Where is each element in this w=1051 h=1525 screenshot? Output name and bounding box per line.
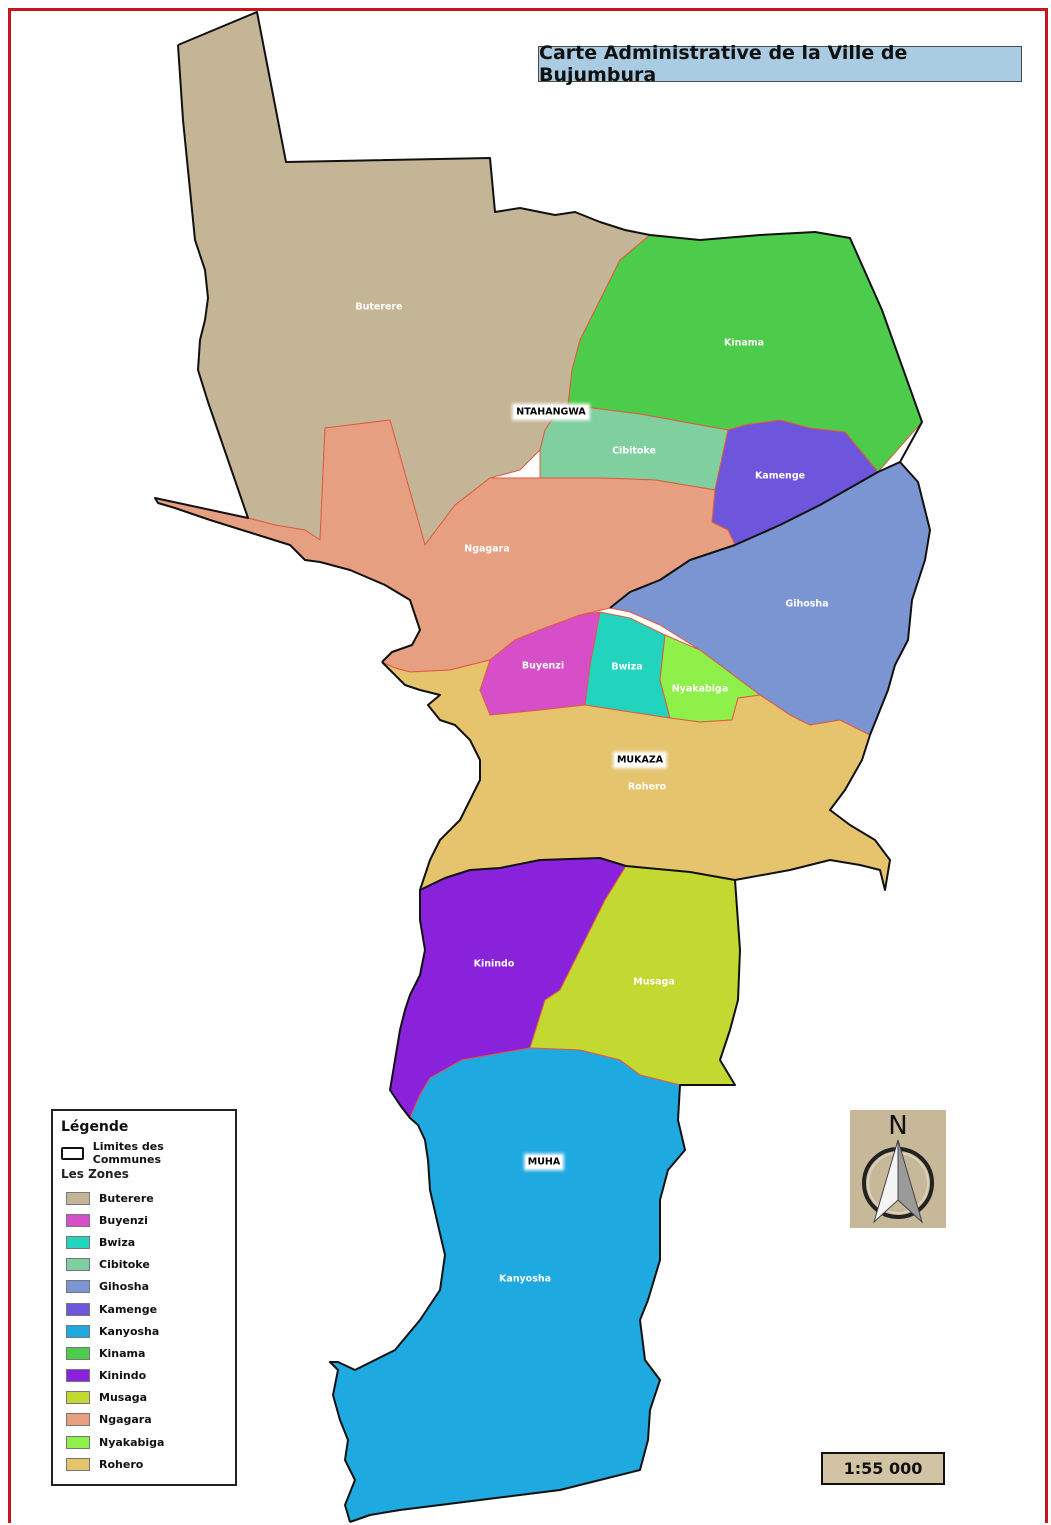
legend-item: Gihosha — [61, 1276, 227, 1298]
map-title: Carte Administrative de la Ville de Buju… — [538, 42, 1022, 86]
legend-swatch — [66, 1302, 90, 1316]
map-frame — [8, 8, 1048, 1523]
legend-swatch — [66, 1280, 90, 1294]
label-commune-muha: MUHA — [525, 1155, 563, 1169]
label-bwiza: Bwiza — [611, 661, 643, 673]
legend-commune-limits: Limites des Communes — [61, 1140, 227, 1166]
legend-swatch — [66, 1457, 90, 1471]
legend-swatch — [66, 1413, 90, 1427]
legend-item: Musaga — [61, 1387, 227, 1409]
scale-box: 1:55 000 — [821, 1452, 945, 1485]
label-ngagara: Ngagara — [464, 543, 510, 555]
legend-item-label: Gihosha — [99, 1280, 149, 1294]
legend-item: Rohero — [61, 1453, 227, 1475]
legend-item-label: Cibitoke — [99, 1258, 150, 1272]
legend-item-label: Ngagara — [99, 1413, 152, 1427]
legend-swatch — [66, 1235, 90, 1249]
label-kanyosha: Kanyosha — [498, 1273, 552, 1285]
legend: Légende Limites des Communes Les Zones B… — [51, 1109, 237, 1486]
legend-swatch — [66, 1391, 90, 1405]
label-kinindo: Kinindo — [473, 958, 515, 970]
legend-item: Kinama — [61, 1342, 227, 1364]
legend-item: Bwiza — [61, 1231, 227, 1253]
legend-item-label: Nyakabiga — [99, 1435, 165, 1449]
legend-item-label: Kinindo — [99, 1369, 147, 1383]
legend-swatch — [66, 1369, 90, 1383]
legend-limits-swatch — [61, 1146, 84, 1160]
legend-item: Nyakabiga — [61, 1431, 227, 1453]
commune-boundaries — [154, 11, 931, 1523]
legend-item: Buterere — [61, 1187, 227, 1209]
legend-item-label: Buterere — [99, 1191, 154, 1205]
label-gihosha: Gihosha — [785, 598, 829, 610]
legend-item-label: Musaga — [99, 1391, 148, 1405]
legend-item-label: Rohero — [99, 1457, 144, 1471]
label-commune-ntahangwa: NTAHANGWA — [514, 405, 588, 419]
zone-kanyosha[interactable] — [329, 1047, 686, 1523]
legend-swatch — [66, 1258, 90, 1272]
label-musaga: Musaga — [633, 976, 675, 988]
legend-swatch — [66, 1213, 90, 1227]
legend-item: Cibitoke — [61, 1254, 227, 1276]
label-buyenzi: Buyenzi — [521, 660, 565, 672]
legend-item: Buyenzi — [61, 1209, 227, 1231]
label-commune-mukaza: MUKAZA — [614, 753, 666, 767]
legend-zones-heading: Les Zones — [61, 1167, 129, 1181]
label-buterere: Buterere — [355, 301, 403, 313]
legend-item-label: Kanyosha — [99, 1324, 160, 1338]
label-kamenge: Kamenge — [754, 470, 806, 482]
label-cibitoke: Cibitoke — [612, 445, 656, 457]
label-rohero: Rohero — [627, 781, 667, 793]
legend-swatch — [66, 1435, 90, 1449]
label-nyakabiga: Nyakabiga — [671, 683, 729, 695]
legend-swatch — [66, 1191, 90, 1205]
legend-item: Kanyosha — [61, 1320, 227, 1342]
north-arrow-icon: N — [862, 1111, 934, 1224]
north-letter: N — [888, 1111, 907, 1141]
legend-swatch — [66, 1346, 90, 1360]
legend-item-label: Buyenzi — [99, 1213, 148, 1227]
legend-zone-list: Buterere Buyenzi Bwiza Cibitoke Gihosha … — [61, 1187, 227, 1475]
north-arrow: N — [850, 1110, 946, 1228]
label-kinama: Kinama — [723, 337, 765, 349]
legend-item-label: Bwiza — [99, 1235, 136, 1249]
legend-item: Kinindo — [61, 1365, 227, 1387]
legend-item: Ngagara — [61, 1409, 227, 1431]
legend-limits-label: Limites des Communes — [92, 1140, 164, 1166]
legend-item-label: Kamenge — [99, 1302, 158, 1316]
legend-title: Légende — [61, 1119, 129, 1135]
legend-swatch — [66, 1324, 90, 1338]
legend-item: Kamenge — [61, 1298, 227, 1320]
legend-item-label: Kinama — [99, 1346, 146, 1360]
